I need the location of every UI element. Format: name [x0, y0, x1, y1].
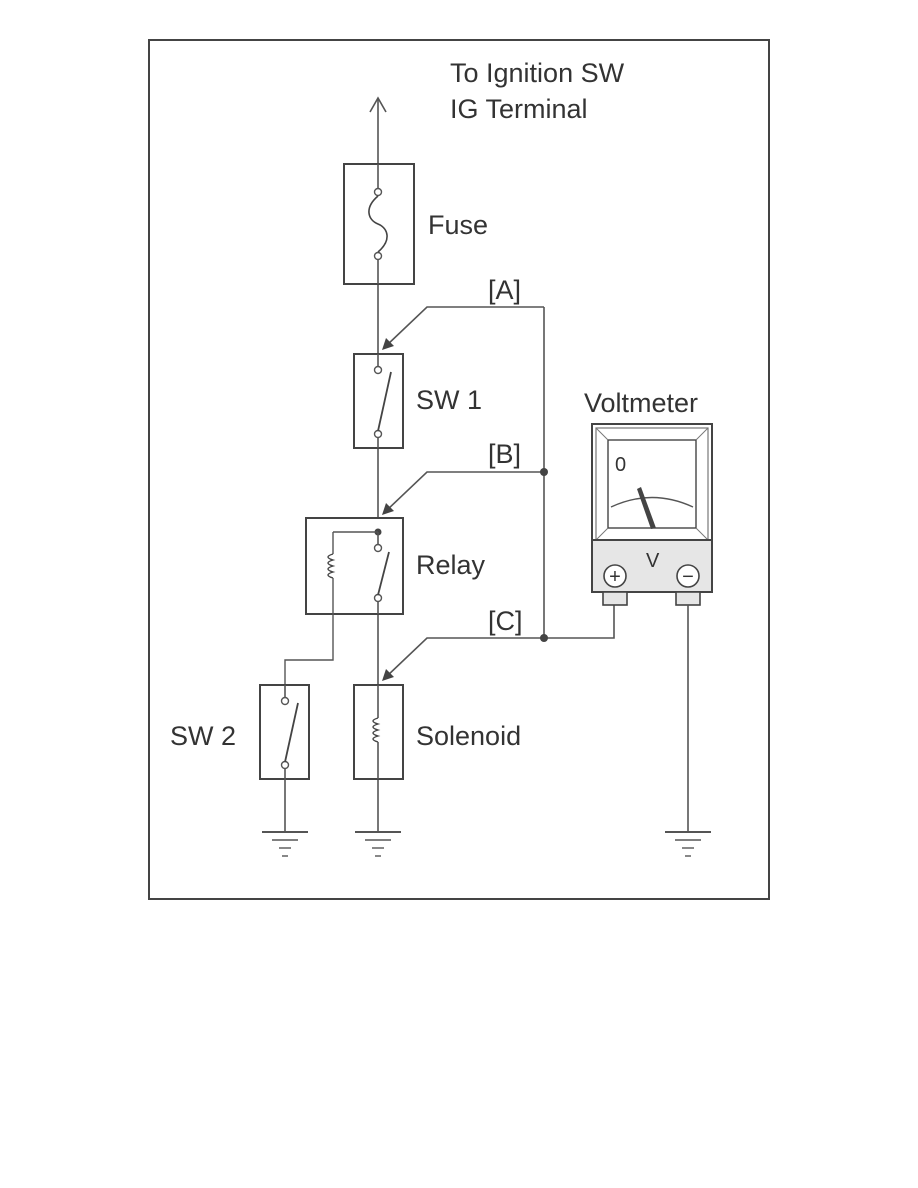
- solenoid-symbol: [353, 684, 404, 780]
- point-b-label: [B]: [488, 439, 521, 469]
- fuse-label: Fuse: [428, 210, 488, 240]
- voltmeter-symbol: [591, 423, 713, 606]
- voltmeter-label: Voltmeter: [584, 388, 698, 418]
- probe-bus: [385, 306, 615, 678]
- diagram-frame: [148, 39, 770, 900]
- ground-icon-sw2: [262, 831, 308, 857]
- ignition-label-line1: To Ignition SW: [450, 58, 625, 88]
- meter-zero-mark: 0: [615, 454, 626, 476]
- sw2-symbol: [259, 684, 310, 832]
- point-a-label: [A]: [488, 275, 521, 305]
- relay-symbol: [305, 517, 404, 615]
- meter-minus-sign: −: [682, 566, 694, 588]
- meter-plus-sign: +: [609, 566, 621, 588]
- sw1-label: SW 1: [416, 385, 482, 415]
- relay-coil-wire: [284, 614, 334, 685]
- relay-label: Relay: [416, 550, 486, 580]
- ignition-label-line2: IG Terminal: [450, 94, 588, 124]
- minus-terminal-icon: [676, 564, 700, 588]
- junction-dot-b: [540, 468, 548, 476]
- point-c-label: [C]: [488, 606, 523, 636]
- meter-unit: V: [646, 550, 660, 572]
- ground-icon-voltmeter: [665, 831, 711, 857]
- probe-arrowheads: [382, 338, 394, 681]
- solenoid-label: Solenoid: [416, 721, 521, 751]
- plus-terminal-icon: [603, 564, 627, 588]
- sw2-label: SW 2: [170, 721, 236, 751]
- sw1-symbol: [353, 353, 404, 449]
- junction-dot-c: [540, 634, 548, 642]
- ground-icon-solenoid: [355, 831, 401, 857]
- fuse-symbol: [343, 163, 415, 285]
- voltmeter-needle: [637, 487, 656, 529]
